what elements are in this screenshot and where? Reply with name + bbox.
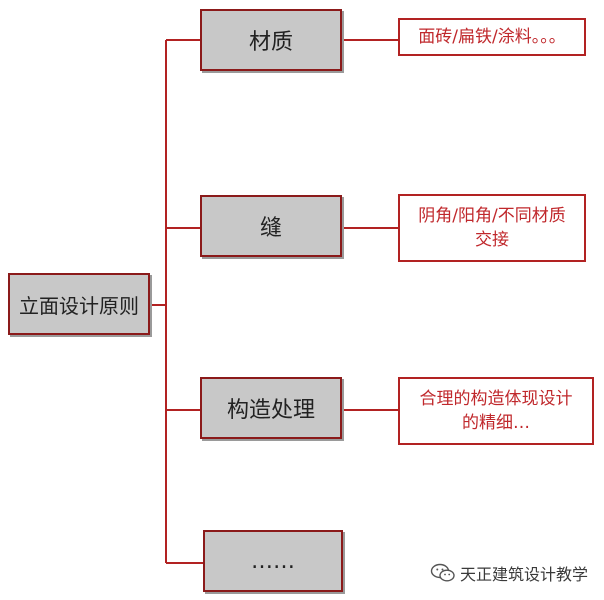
note-seam: 阴角/阳角/不同材质 交接 bbox=[398, 194, 586, 262]
watermark: 天正建筑设计教学 bbox=[430, 560, 588, 586]
root-label: 立面设计原则 bbox=[19, 293, 139, 318]
note-line: 面砖/扁铁/涂料。。。 bbox=[418, 27, 566, 47]
watermark-text: 天正建筑设计教学 bbox=[460, 565, 589, 584]
root-node: 立面设计原则 bbox=[8, 273, 150, 335]
branch-node-seam: 缝 bbox=[200, 195, 342, 257]
note-line: 阴角/阳角/不同材质 bbox=[418, 206, 566, 226]
note-construction: 合理的构造体现设计 的精细… bbox=[398, 377, 594, 445]
branch-node-more: …… bbox=[203, 530, 343, 592]
note-line: 交接 bbox=[475, 230, 509, 250]
branch-label: …… bbox=[251, 548, 295, 574]
branch-label: 材质 bbox=[248, 30, 293, 55]
note-line: 合理的构造体现设计 bbox=[419, 389, 573, 409]
note-line: 的精细… bbox=[462, 413, 530, 433]
note-material: 面砖/扁铁/涂料。。。 bbox=[398, 18, 586, 56]
branch-label: 缝 bbox=[259, 216, 282, 241]
wechat-icon bbox=[430, 563, 455, 582]
branch-node-construction: 构造处理 bbox=[200, 377, 342, 439]
branch-node-material: 材质 bbox=[200, 9, 342, 71]
branch-label: 构造处理 bbox=[226, 398, 315, 423]
